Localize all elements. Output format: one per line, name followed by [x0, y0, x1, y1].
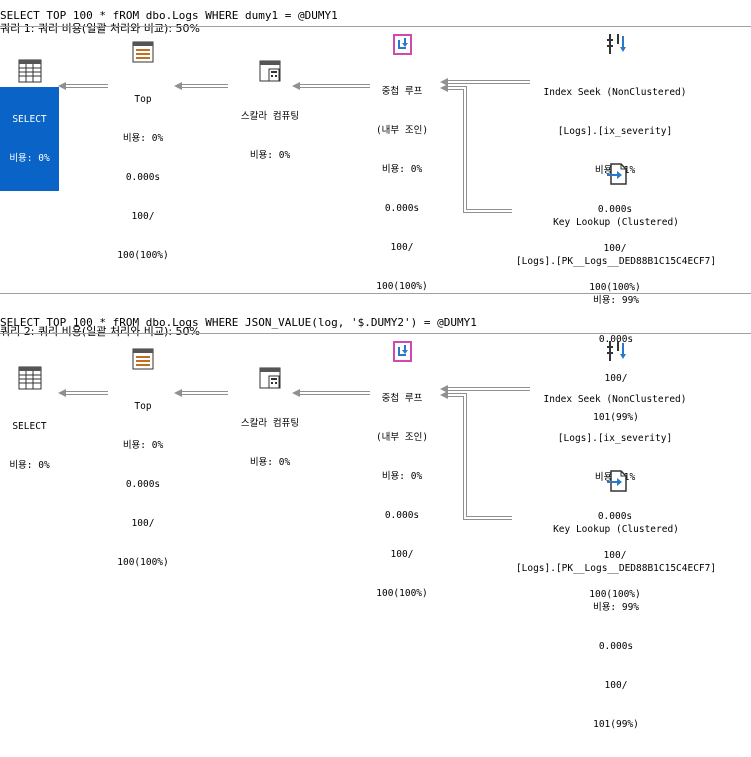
- lookup-node-object: [Logs].[PK__Logs__DED88B1C15C4ECF7]: [515, 256, 717, 267]
- select-node-cost: 비용: 0%: [9, 153, 50, 164]
- lookup-node-name: Key Lookup (Clustered): [553, 217, 679, 228]
- nested-node-est: 100(100%): [376, 588, 428, 599]
- seek-node-rows: 100/: [603, 550, 627, 561]
- separator: [0, 293, 751, 294]
- query-sql: SELECT TOP 100 * fROM dbo.Logs WHERE JSO…: [0, 316, 477, 329]
- index-seek-icon[interactable]: [605, 339, 629, 363]
- lookup-node-rows: 100/: [604, 373, 628, 384]
- nested-node-label: 중첩 루프 (내부 조인) 비용: 0% 0.000s 100/ 100(100…: [355, 366, 449, 626]
- compute-scalar-icon[interactable]: [258, 59, 282, 83]
- lookup-node-object: [Logs].[PK__Logs__DED88B1C15C4ECF7]: [515, 563, 717, 574]
- index-seek-icon[interactable]: [605, 32, 629, 56]
- seek-node-object: [Logs].[ix_severity]: [557, 126, 673, 137]
- seek-node-rows: 100/: [603, 243, 627, 254]
- lookup-node-est: 101(99%): [593, 719, 639, 730]
- nested-node-cost: 비용: 0%: [381, 471, 423, 482]
- scalar-node-label: 스칼라 컴퓨팅 비용: 0%: [222, 84, 318, 188]
- table-grid-icon[interactable]: [18, 366, 42, 390]
- scalar-node-label: 스칼라 컴퓨팅 비용: 0%: [222, 391, 318, 495]
- lookup-node-time: 0.000s: [598, 334, 634, 345]
- seek-node-name: Index Seek (NonClustered): [543, 394, 687, 405]
- top-node-name: Top: [134, 94, 152, 105]
- top-node-time: 0.000s: [125, 172, 161, 183]
- top-operator-icon[interactable]: [131, 40, 155, 64]
- lookup-node-cost: 비용: 99%: [592, 602, 640, 613]
- lookup-node-est: 101(99%): [593, 412, 639, 423]
- top-operator-icon[interactable]: [131, 347, 155, 371]
- nested-node-join: (내부 조인): [375, 432, 429, 443]
- select-node-label[interactable]: SELECT 비용: 0%: [0, 394, 59, 498]
- top-node-time: 0.000s: [125, 479, 161, 490]
- top-node-label: Top 비용: 0% 0.000s 100/ 100(100%): [100, 67, 186, 288]
- nested-node-rows: 100/: [390, 242, 414, 253]
- nested-node-cost: 비용: 0%: [381, 164, 423, 175]
- query-header: 쿼리 1: 쿼리 비용(일괄 처리와 비교): 50%: [0, 0, 751, 64]
- nested-node-name: 중첩 루프: [381, 86, 423, 97]
- nested-node-time: 0.000s: [384, 510, 420, 521]
- select-node-name: SELECT: [12, 421, 47, 432]
- nested-node-label: 중첩 루프 (내부 조인) 비용: 0% 0.000s 100/ 100(100…: [355, 59, 449, 319]
- seek-node-time: 0.000s: [597, 204, 633, 215]
- key-lookup-icon[interactable]: [605, 162, 629, 186]
- lookup-node-cost: 비용: 99%: [592, 295, 640, 306]
- separator: [0, 26, 751, 27]
- top-node-est: 100(100%): [117, 557, 169, 568]
- top-node-rows: 100/: [131, 211, 155, 222]
- lookup-node-time: 0.000s: [598, 641, 634, 652]
- scalar-node-name: 스칼라 컴퓨팅: [240, 418, 300, 429]
- nested-loops-icon[interactable]: [390, 339, 414, 363]
- query-header: 쿼리 2: 쿼리 비용(일괄 처리와 비교): 50%: [0, 297, 751, 367]
- select-node-label[interactable]: SELECT 비용: 0%: [0, 87, 59, 191]
- scalar-node-cost: 비용: 0%: [249, 457, 291, 468]
- lookup-node-rows: 100/: [604, 680, 628, 691]
- compute-scalar-icon[interactable]: [258, 366, 282, 390]
- top-node-rows: 100/: [131, 518, 155, 529]
- nested-node-time: 0.000s: [384, 203, 420, 214]
- lookup-node-label: Key Lookup (Clustered) [Logs].[PK__Logs_…: [500, 497, 732, 757]
- nested-node-rows: 100/: [390, 549, 414, 560]
- scalar-node-cost: 비용: 0%: [249, 150, 291, 161]
- top-node-name: Top: [134, 401, 152, 412]
- top-node-est: 100(100%): [117, 250, 169, 261]
- seek-node-cost: 비용: 1%: [594, 165, 636, 176]
- seek-node-label: Index Seek (NonClustered) [Logs].[ix_sev…: [520, 60, 710, 320]
- seek-node-time: 0.000s: [597, 511, 633, 522]
- select-node-name: SELECT: [12, 114, 47, 125]
- nested-node-est: 100(100%): [376, 281, 428, 292]
- seek-node-est: 100(100%): [589, 282, 641, 293]
- top-node-label: Top 비용: 0% 0.000s 100/ 100(100%): [100, 374, 186, 595]
- separator: [0, 333, 751, 334]
- lookup-node-name: Key Lookup (Clustered): [553, 524, 679, 535]
- seek-node-cost: 비용: 1%: [594, 472, 636, 483]
- nested-node-name: 중첩 루프: [381, 393, 423, 404]
- key-lookup-icon[interactable]: [605, 469, 629, 493]
- scalar-node-name: 스칼라 컴퓨팅: [240, 111, 300, 122]
- nested-node-join: (내부 조인): [375, 125, 429, 136]
- query-title: 쿼리 1: 쿼리 비용(일괄 처리와 비교): 50%: [0, 22, 200, 35]
- nested-loops-icon[interactable]: [390, 32, 414, 56]
- select-node-cost: 비용: 0%: [9, 460, 50, 471]
- query-sql: SELECT TOP 100 * fROM dbo.Logs WHERE dum…: [0, 9, 338, 22]
- top-node-cost: 비용: 0%: [122, 440, 164, 451]
- lookup-node-label: Key Lookup (Clustered) [Logs].[PK__Logs_…: [500, 190, 732, 450]
- top-node-cost: 비용: 0%: [122, 133, 164, 144]
- table-grid-icon[interactable]: [18, 59, 42, 83]
- query-title: 쿼리 2: 쿼리 비용(일괄 처리와 비교): 50%: [0, 325, 200, 338]
- seek-node-object: [Logs].[ix_severity]: [557, 433, 673, 444]
- seek-node-name: Index Seek (NonClustered): [543, 87, 687, 98]
